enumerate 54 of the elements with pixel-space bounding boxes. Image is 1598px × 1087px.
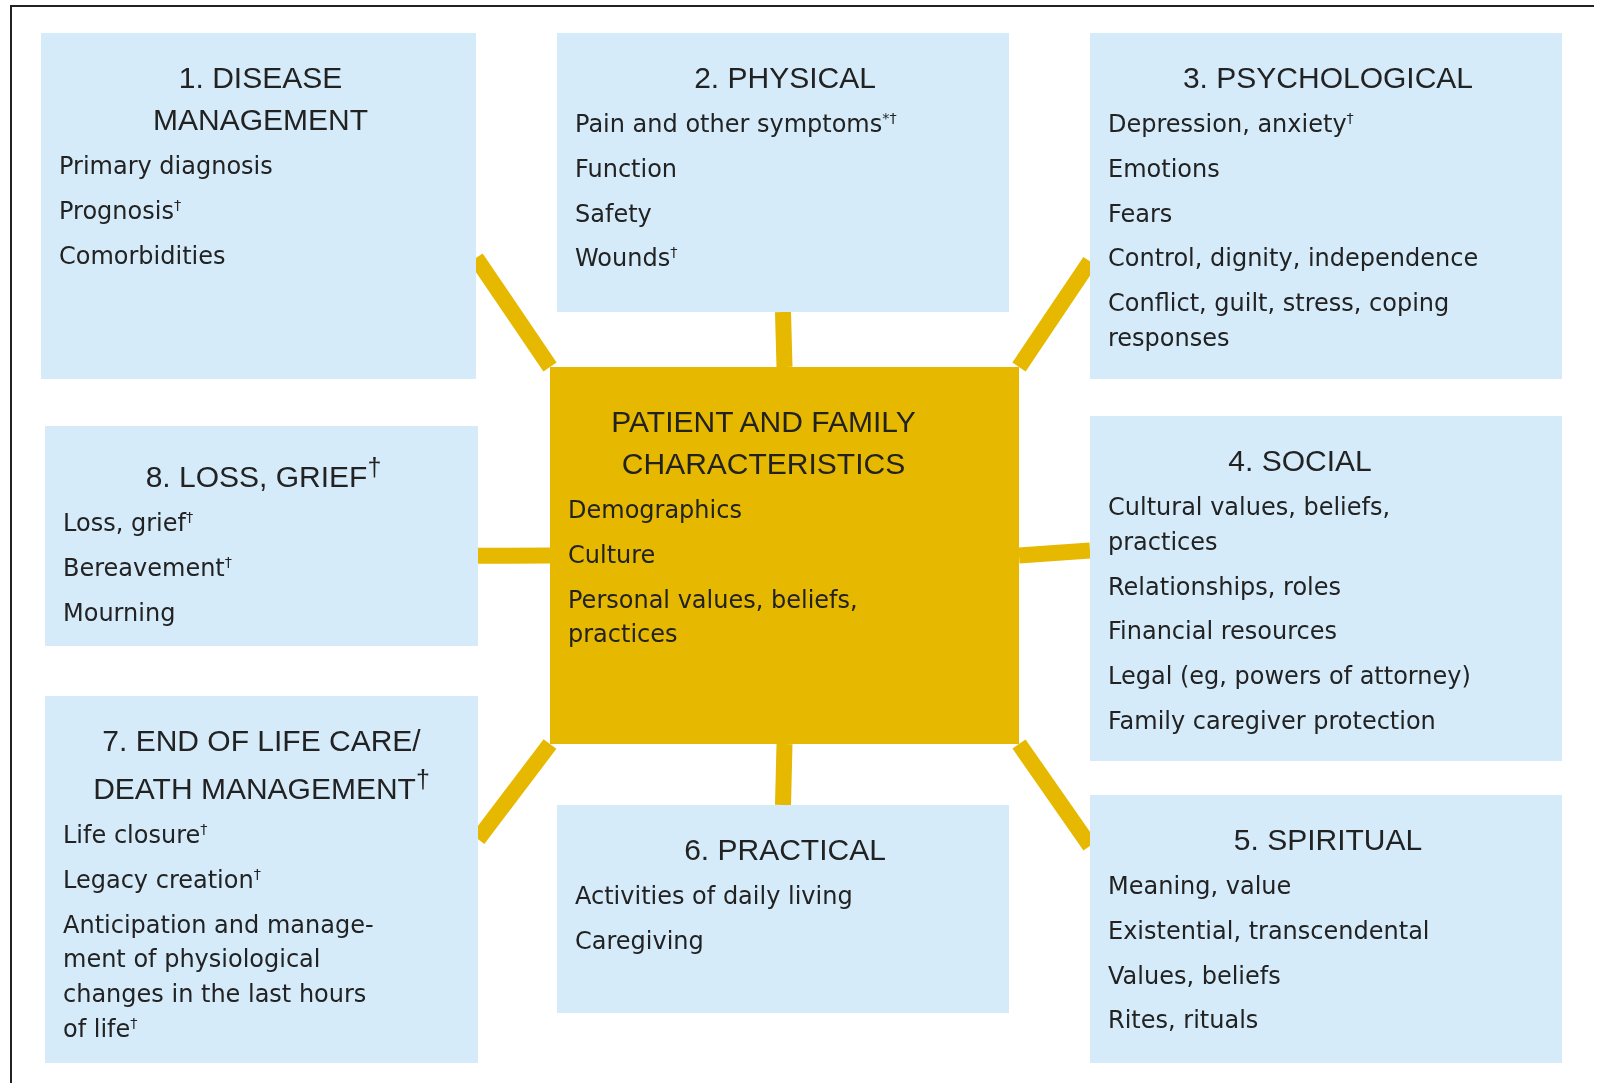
category-box [557,33,1009,312]
connector-bar [1018,542,1091,564]
item-text: Mourning [63,597,177,629]
item-text: Emotions [1108,153,1221,185]
item-text: Demographics [568,495,743,526]
category-box [45,426,478,646]
connector-bar [477,547,551,564]
item-text: Culture [568,539,657,571]
item-text: Life closure$^{†}$ [63,820,209,851]
category-box [557,805,1009,1013]
item-text: Relationships, roles [1108,571,1343,603]
item-text: Wounds$^{†}$ [575,243,679,275]
item-text: Depression, anxiety$^{†}$ [1108,109,1355,140]
item-text: Caregiving [575,925,705,957]
item-text: Loss, grief$^{†}$ [63,508,195,539]
category-heading: 6. PRACTICAL [683,832,887,868]
item-text: Personal values, beliefs, practices [568,584,859,651]
item-text: Fears [1108,198,1174,230]
item-text: Existential, transcendental [1108,915,1431,947]
item-text: Primary diagnosis [59,151,274,182]
category-box [45,696,478,1063]
category-heading: 4. SOCIAL [1227,443,1373,479]
item-text: Cultural values, beliefs, practices [1108,492,1392,558]
category-box [1090,33,1562,379]
item-text: Pain and other symptoms$^{*†}$ [575,109,898,140]
category-heading: 7. END OF LIFE CARE/ DEATH MANAGEMENT$^{†}$ [92,723,431,807]
item-text: Rites, rituals [1108,1005,1260,1037]
item-text: Values, beliefs [1108,960,1282,992]
item-text: Conflict, guilt, stress, coping responses [1108,288,1451,354]
item-text: Legal (eg, powers of attorney) [1108,661,1472,693]
item-text: Legacy creation$^{†}$ [63,864,262,896]
category-heading: 3. PSYCHOLOGICAL [1181,60,1475,96]
connector-bar [775,311,793,368]
category-heading: 8. LOSS, GRIEF$^{†}$ [144,452,383,495]
item-text: Activities of daily living [575,881,854,912]
item-text: Financial resources [1108,616,1339,648]
category-box [41,33,476,379]
category-heading: 1. DISEASE MANAGEMENT [152,60,369,138]
item-text: Family caregiver protection [1108,706,1437,737]
connector-bar [775,743,793,806]
category-heading: 2. PHYSICAL [693,60,877,96]
category-box [1090,416,1562,761]
item-text: Bereavement$^{†}$ [63,552,233,584]
item-text: Prognosis$^{†}$ [59,195,183,227]
item-text: Anticipation and manage- ment of physiological changes in the last hours of life$^{†}$ [63,909,375,1045]
item-text: Safety [575,198,653,230]
item-text: Function [575,153,679,185]
item-text: Comorbidities [59,240,227,272]
category-heading: 5. SPIRITUAL [1232,822,1424,858]
center-box [550,367,1019,744]
item-text: Meaning, value [1108,871,1293,902]
category-box [1090,795,1562,1063]
item-text: Control, dignity, independence [1108,243,1480,275]
category-heading: PATIENT AND FAMILY CHARACTERISTICS [610,404,917,482]
